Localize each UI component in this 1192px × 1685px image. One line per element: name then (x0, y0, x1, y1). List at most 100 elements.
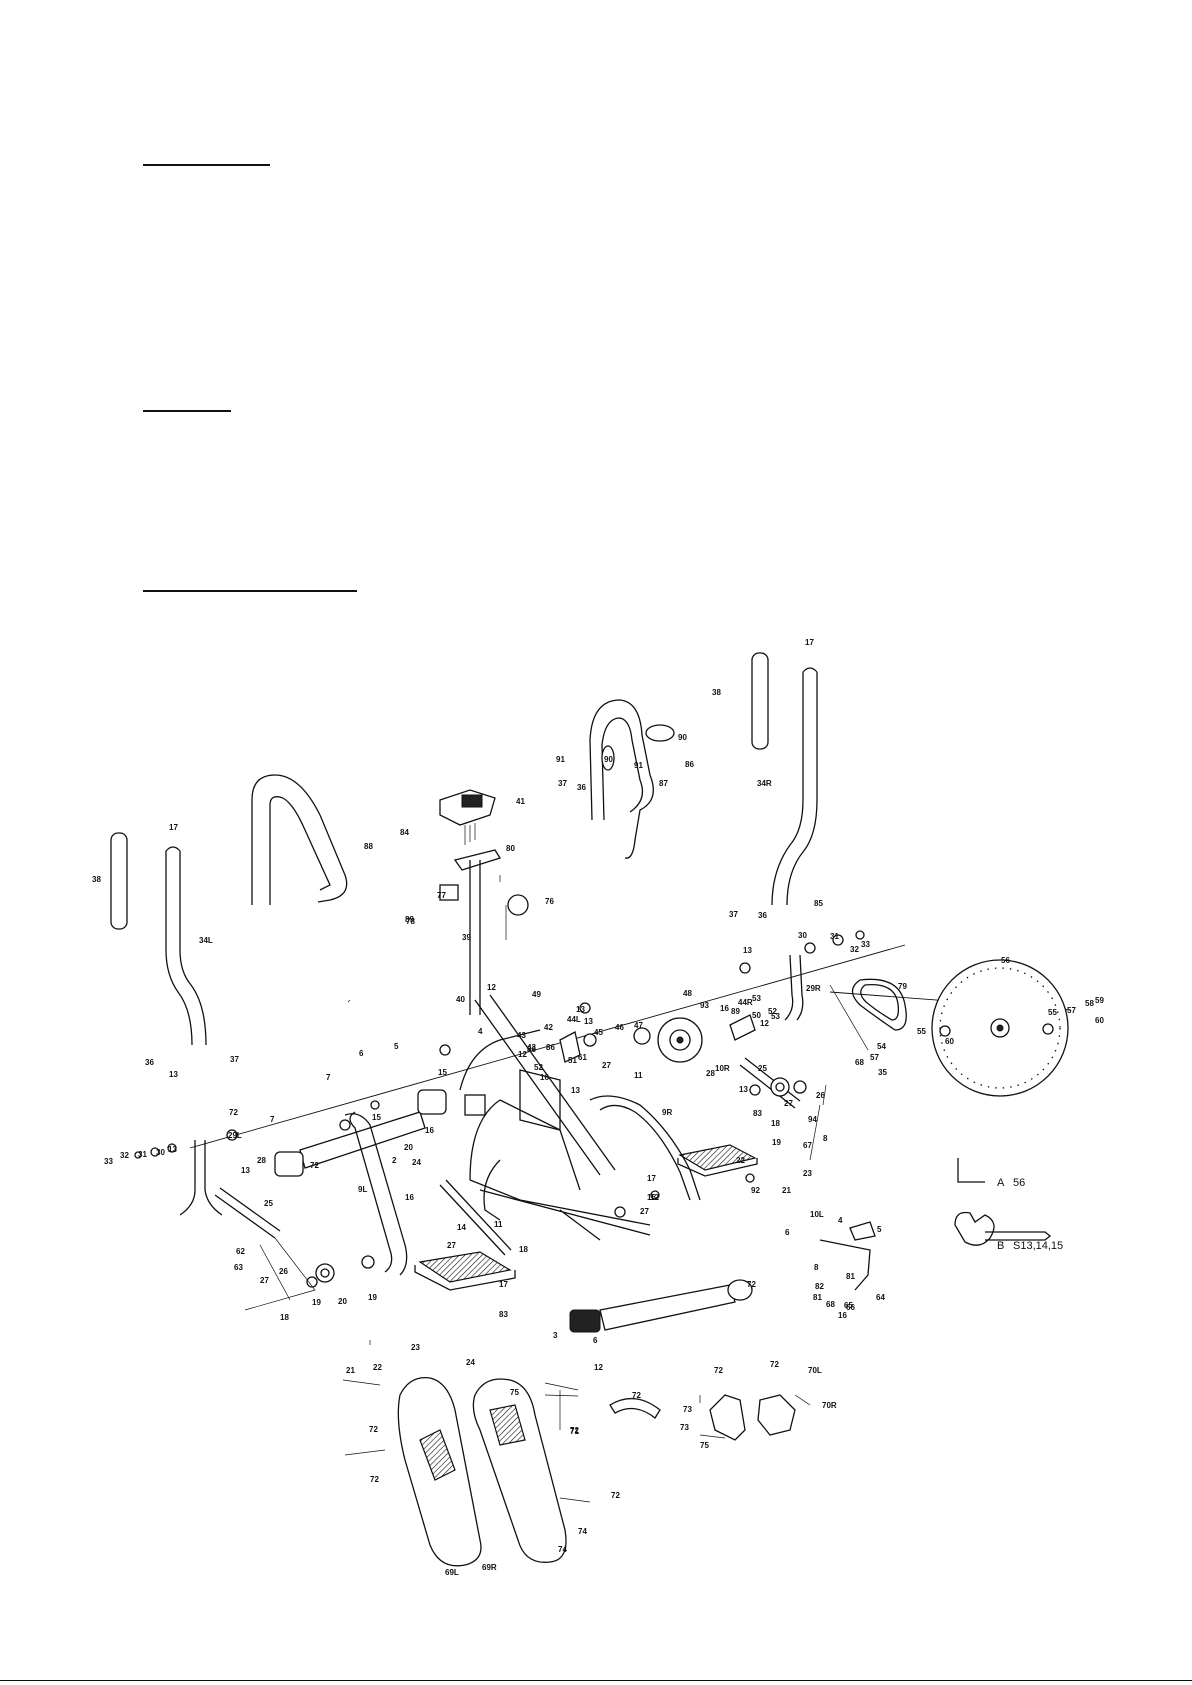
end-cap-7-left (274, 1151, 304, 1177)
console-screen (461, 794, 483, 808)
part-label: 47 (634, 1021, 643, 1030)
part-label: 69L (445, 1568, 459, 1577)
part-label: 23 (803, 1169, 812, 1178)
part-label: 69R (482, 1563, 497, 1572)
part-label: 25 (264, 1199, 273, 1208)
part-label: 61 (578, 1053, 587, 1062)
part-label: 16 (540, 1073, 549, 1082)
part-label: 12 (594, 1363, 603, 1372)
pulse-grip-90-left (601, 745, 615, 771)
part-label: 13 (743, 946, 752, 955)
part-label: 7 (270, 1115, 275, 1124)
part-label: 37 (729, 910, 738, 919)
part-label: 74 (558, 1545, 567, 1554)
part-label: 42 (544, 1023, 553, 1032)
crank-arm-25-left (214, 1187, 281, 1239)
part-label: 25 (758, 1064, 767, 1073)
part-label: 84 (400, 828, 409, 837)
part-label: 36 (577, 783, 586, 792)
part-label: 90 (678, 733, 687, 742)
part-label: 16 (720, 1004, 729, 1013)
bearings (134, 930, 1054, 1288)
part-label: 72 (714, 1366, 723, 1375)
part-label: 16 (405, 1193, 414, 1202)
part-label: 81 (846, 1272, 855, 1281)
part-label: 44R (738, 998, 753, 1007)
part-label: 92 (751, 1186, 760, 1195)
part-label: 58 (1085, 999, 1094, 1008)
part-label: 5 (877, 1225, 882, 1234)
part-label: 87 (659, 779, 668, 788)
part-label: 19 (312, 1298, 321, 1307)
rear-stabilizer-3 (599, 1284, 736, 1331)
arm-pole-34R (771, 667, 818, 906)
part-label: 43 (517, 1031, 526, 1040)
part-label: 35 (878, 1068, 887, 1077)
part-label: 73 (683, 1405, 692, 1414)
part-label: 82 (815, 1282, 824, 1291)
stabilizer-rear-block (464, 1094, 486, 1116)
part-label: 4 (478, 1027, 483, 1036)
part-label: 52 (768, 1007, 777, 1016)
part-label: 53 (771, 1012, 780, 1021)
frame-inner (483, 1069, 561, 1221)
part-label: 37 (230, 1055, 239, 1064)
part-label: 7 (326, 1073, 331, 1082)
part-label: 40 (456, 995, 465, 1004)
part-label: 94 (808, 1115, 817, 1124)
part-label: 32 (850, 945, 859, 954)
part-label: 10R (715, 1064, 730, 1073)
part-label: 18 (771, 1119, 780, 1128)
part-label: 55 (917, 1027, 926, 1036)
handle-tube-38-right (751, 652, 769, 750)
part-label: 54 (877, 1042, 886, 1051)
part-label: 53 (752, 994, 761, 1003)
part-label: 12 (518, 1050, 527, 1059)
part-label: 20 (338, 1297, 347, 1306)
part-label: 12 (760, 1019, 769, 1028)
part-label: 29R (806, 984, 821, 993)
part-label: 89 (405, 915, 414, 924)
part-label: 72 (747, 1280, 756, 1289)
cover-70L (709, 1394, 746, 1441)
section-rule-3 (143, 590, 357, 592)
part-label: 19 (368, 1293, 377, 1302)
part-label: 31 (830, 932, 839, 941)
part-label: 26 (816, 1091, 825, 1100)
part-label: 27 (640, 1207, 649, 1216)
part-label: 9L (358, 1185, 367, 1194)
part-label: 86 (546, 1043, 555, 1052)
part-label: 46 (615, 1023, 624, 1032)
part-label: 16 (425, 1126, 434, 1135)
part-label: 72 (229, 1108, 238, 1117)
part-label: 4 (838, 1216, 843, 1225)
part-label: 80 (506, 844, 515, 853)
part-label: 90 (604, 755, 613, 764)
part-label: 57 (1067, 1006, 1076, 1015)
part-label: 12 (650, 1193, 659, 1202)
page-bottom-rule (0, 1680, 1192, 1681)
part-label: 77 (437, 891, 446, 900)
part-label: 8 (823, 1134, 828, 1143)
belt-79 (851, 978, 907, 1031)
bracket-44L (559, 1031, 581, 1063)
part-label: 72 (611, 1491, 620, 1500)
part-label: 33 (861, 940, 870, 949)
pulse-grip-90-top (645, 724, 675, 742)
wrench-sizes: S13,14,15 (1013, 1240, 1063, 1252)
part-label: 22 (736, 1156, 745, 1165)
part-label: 17 (647, 1174, 656, 1183)
part-label: 60 (1095, 1016, 1104, 1025)
part-label: 91 (556, 755, 565, 764)
part-label: 18 (519, 1245, 528, 1254)
part-label: 13 (241, 1166, 250, 1175)
part-label: 32 (120, 1151, 129, 1160)
part-label: 13 (169, 1070, 178, 1079)
part-label: 18 (280, 1313, 289, 1322)
part-label: 49 (532, 990, 541, 999)
part-label: 59 (1095, 996, 1104, 1005)
part-label: 72 (632, 1391, 641, 1400)
part-label: 34L (199, 936, 213, 945)
part-label: 76 (545, 897, 554, 906)
